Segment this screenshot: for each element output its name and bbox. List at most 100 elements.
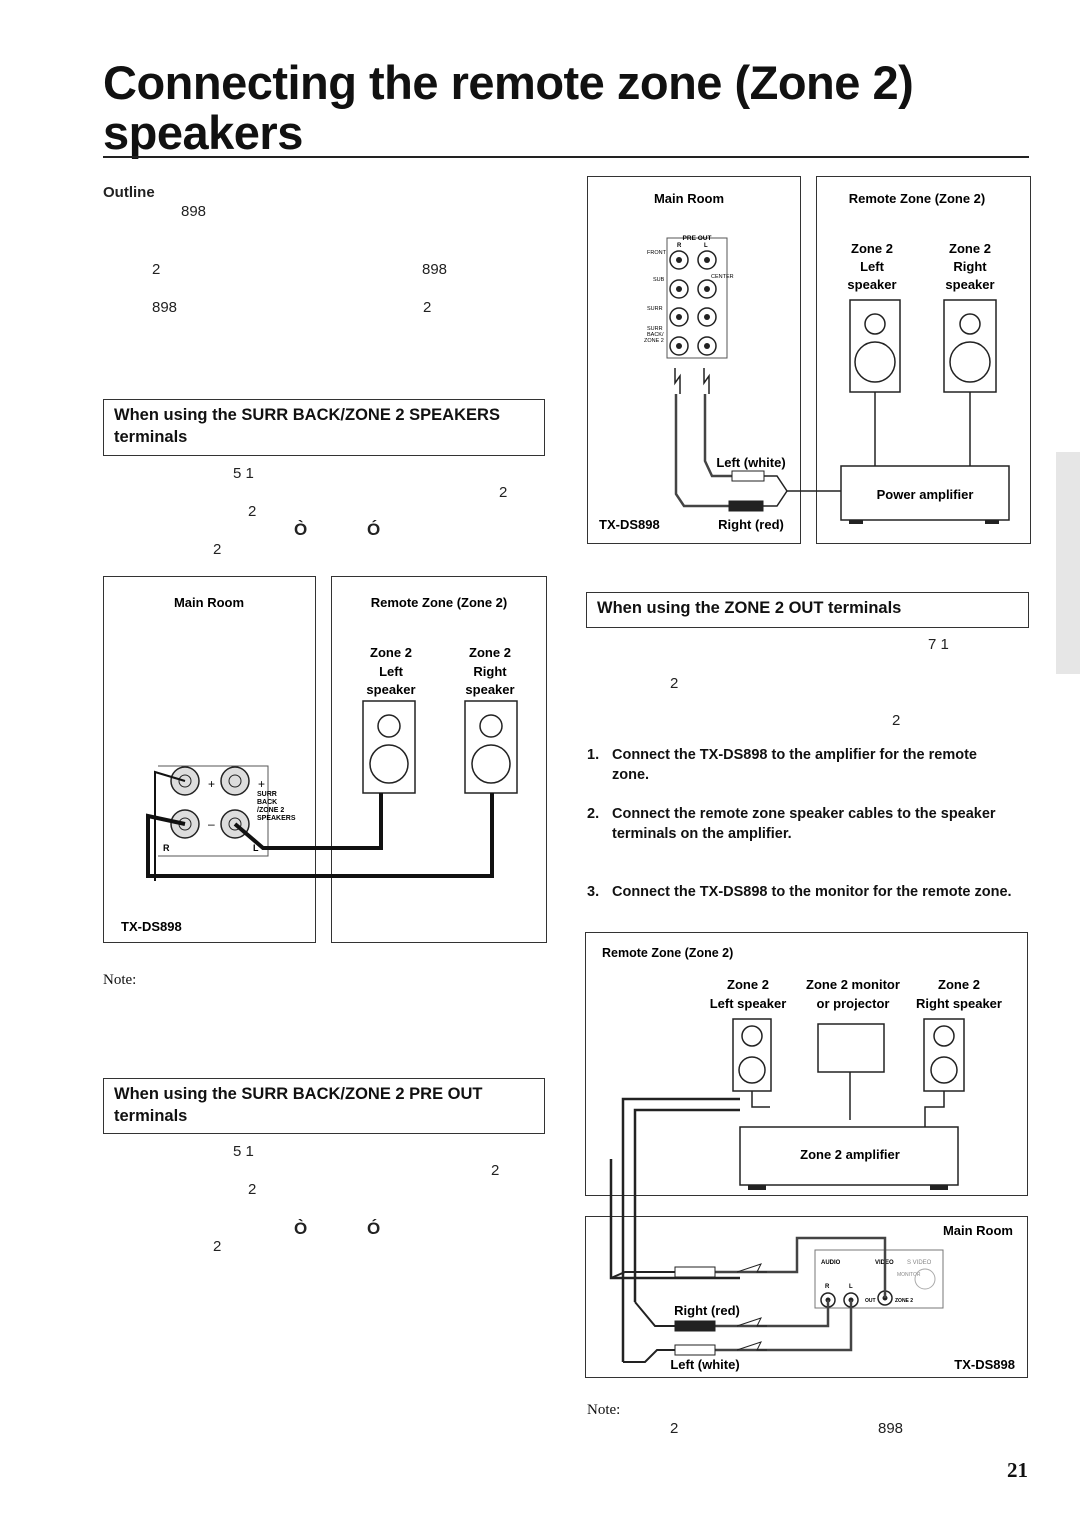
- power-amplifier-label: Power amplifier: [877, 487, 974, 502]
- jack-label: FRONT: [647, 250, 667, 256]
- left-speaker-label: Zone 2: [727, 977, 769, 992]
- jack-label: CENTER: [711, 274, 734, 280]
- left-speaker-label: speaker: [366, 682, 415, 697]
- terminal-r-label: R: [163, 843, 170, 853]
- model-label: TX-DS898: [121, 919, 182, 934]
- section-fragment: 2: [248, 1181, 257, 1198]
- terminal-l-label: L: [253, 843, 259, 853]
- pre-out-jack-panel: PRE OUT R L FRONT CENTER SUB SURR SURR B…: [644, 235, 734, 359]
- model-label: TX-DS898: [599, 517, 660, 532]
- left-white-label: Left (white): [670, 1357, 739, 1372]
- section-fragment: 2: [491, 1162, 500, 1179]
- panel-label: ZONE 2: [895, 1298, 913, 1304]
- section-fragment: Ó: [367, 520, 381, 539]
- jack-label: R: [677, 243, 682, 249]
- right-red-label: Right (red): [674, 1303, 740, 1318]
- note-fragment: 898: [878, 1420, 904, 1437]
- right-speaker-icon: [943, 299, 997, 393]
- right-red-label: Right (red): [718, 517, 784, 532]
- right-speaker-label: speaker: [945, 277, 994, 292]
- terminal-minus-label: –: [208, 817, 215, 831]
- section-fragment: Ò: [294, 1219, 308, 1238]
- section-fragment: 2: [670, 675, 679, 692]
- step-number: 3.: [587, 884, 600, 900]
- terminal-label: /ZONE 2: [257, 807, 284, 814]
- jack-label: L: [704, 243, 708, 249]
- outline-fragment: 2: [423, 299, 432, 316]
- left-speaker-label: Left speaker: [710, 996, 787, 1011]
- outline-fragment: 898: [152, 299, 178, 316]
- monitor-icon: [817, 1023, 885, 1073]
- left-speaker-label: Left: [379, 664, 404, 679]
- jack-label: SUB: [653, 277, 665, 283]
- section-heading-zone2out: When using the ZONE 2 OUT terminals: [586, 592, 1029, 628]
- right-speaker-label: Zone 2: [949, 241, 991, 256]
- step-number: 2.: [587, 806, 600, 822]
- left-speaker-icon: [732, 1018, 772, 1092]
- remote-zone-label: Remote Zone (Zone 2): [849, 191, 986, 206]
- panel-label: R: [825, 1284, 830, 1290]
- panel-label: L: [849, 1284, 853, 1290]
- section-fragment: 5 1: [233, 465, 254, 482]
- terminal-label: BACK: [257, 799, 277, 806]
- outline-fragment: 2: [152, 261, 161, 278]
- right-speaker-label: Right: [953, 259, 987, 274]
- main-room-label: Main Room: [654, 191, 724, 206]
- note-right: Note:: [587, 1402, 621, 1418]
- outline-fragment: 898: [181, 203, 207, 220]
- left-speaker-icon: [849, 299, 901, 393]
- right-speaker-label: Right: [473, 664, 507, 679]
- section-fragment: 2: [213, 1238, 222, 1255]
- panel-label: S VIDEO: [907, 1260, 932, 1266]
- section-fragment: 2: [248, 503, 257, 520]
- section-fragment: 2: [892, 712, 901, 729]
- page-number: 21: [1007, 1458, 1028, 1482]
- zone2-out-panel: AUDIO VIDEO S VIDEO MONITOR R L OUT ZONE…: [814, 1249, 944, 1309]
- left-speaker-label: Zone 2: [851, 241, 893, 256]
- step-number: 1.: [587, 747, 600, 763]
- terminal-label: SPEAKERS: [257, 815, 296, 822]
- right-speaker-label: Zone 2: [938, 977, 980, 992]
- left-speaker-icon: [362, 700, 416, 794]
- left-speaker-label: Left: [860, 259, 885, 274]
- monitor-label: Zone 2 monitor: [806, 977, 900, 992]
- note-left: Note:: [103, 972, 137, 988]
- section-heading-preout: When using the SURR BACK/ZONE 2 PRE OUT …: [103, 1078, 545, 1134]
- right-speaker-label: Zone 2: [469, 645, 511, 660]
- right-speaker-label: speaker: [465, 682, 514, 697]
- outline-heading: Outline: [103, 184, 155, 201]
- left-speaker-label: speaker: [847, 277, 896, 292]
- remote-zone-label: Remote Zone (Zone 2): [371, 595, 508, 610]
- section-fragment: 2: [213, 541, 222, 558]
- model-label: TX-DS898: [954, 1357, 1015, 1372]
- right-speaker-icon: [923, 1018, 965, 1092]
- terminal-label: SURR: [257, 791, 277, 798]
- section-fragment: 5 1: [233, 1143, 254, 1160]
- step-text: Connect the remote zone speaker cables t…: [612, 806, 996, 842]
- diagram-speakers-connection: Main Room Remote Zone (Zone 2) Zone 2 Le…: [103, 576, 547, 943]
- side-tab-marker: [1056, 452, 1080, 674]
- main-room-label: Main Room: [943, 1223, 1013, 1238]
- diagram-preout-connection: Main Room Remote Zone (Zone 2) Zone 2 Le…: [587, 176, 1031, 544]
- diagram-zone2out-connection: Remote Zone (Zone 2) Zone 2 Left speaker…: [585, 932, 1028, 1378]
- jack-label: BACK/: [647, 332, 664, 338]
- terminal-plus-label: +: [208, 777, 215, 791]
- panel-label: AUDIO: [821, 1260, 841, 1266]
- main-room-label: Main Room: [174, 595, 244, 610]
- jack-label: PRE OUT: [683, 235, 712, 242]
- right-speaker-label: Right speaker: [916, 996, 1002, 1011]
- section-fragment: Ò: [294, 520, 308, 539]
- panel-label: OUT: [865, 1298, 876, 1304]
- left-white-label: Left (white): [716, 455, 785, 470]
- right-speaker-icon: [464, 700, 518, 794]
- zone2-amplifier-label: Zone 2 amplifier: [800, 1147, 900, 1162]
- terminal-plus-label: +: [258, 777, 265, 791]
- monitor-label: or projector: [817, 996, 890, 1011]
- jack-label: ZONE 2: [644, 338, 664, 344]
- note-fragment: 2: [670, 1420, 679, 1437]
- section-fragment: Ó: [367, 1219, 381, 1238]
- title-divider: [103, 156, 1029, 158]
- section-heading-speakers: When using the SURR BACK/ZONE 2 SPEAKERS…: [103, 399, 545, 456]
- section-fragment: 7 1: [928, 636, 949, 653]
- panel-label: MONITOR: [897, 1272, 921, 1278]
